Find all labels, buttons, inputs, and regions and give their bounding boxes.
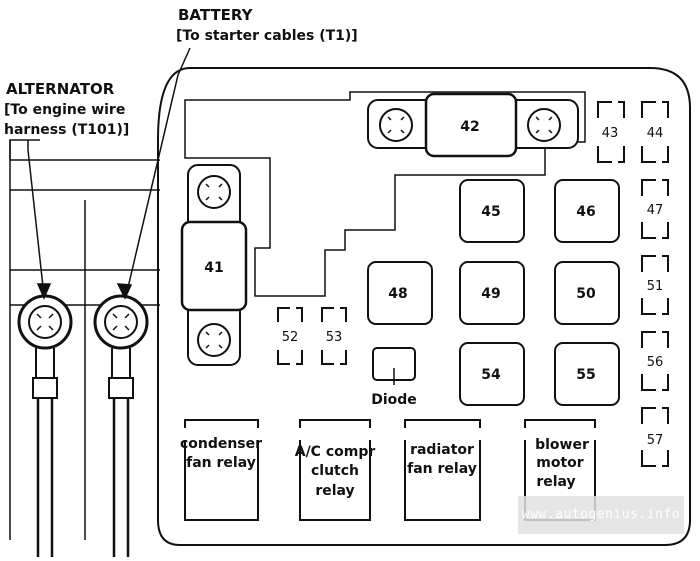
relay-ac-label-1: A/C compr: [295, 444, 376, 460]
battery-note: [To starter cables (T1)]: [176, 28, 358, 44]
relay-blower-motor-label-3: relay: [536, 474, 575, 490]
relay-blower-motor-label-1: blower: [535, 437, 589, 453]
fuse-47: [641, 179, 669, 239]
fuse-45: [459, 179, 525, 243]
fuse-43-label: 43: [602, 126, 619, 141]
fuse-55: [554, 342, 620, 406]
fuse-53: [321, 307, 347, 365]
alternator-terminal: [17, 294, 73, 557]
fuse-41: [180, 164, 248, 366]
fuse-56-label: 56: [647, 355, 664, 370]
fuse-41-label: 41: [204, 260, 223, 276]
relay-condenser-fan-label-2: fan relay: [186, 455, 256, 471]
alternator-note-2: harness (T101)]: [4, 122, 129, 138]
relay-ac-label-3: relay: [315, 483, 354, 499]
busbar-outline: [184, 91, 586, 297]
fuse-52-label: 52: [282, 330, 299, 345]
fuse-53-label: 53: [326, 330, 343, 345]
fuse-44-label: 44: [647, 126, 664, 141]
fuse-50: [554, 261, 620, 325]
fuse-48: [367, 261, 433, 325]
relay-radiator-fan: [404, 419, 481, 521]
relay-radiator-fan-label-2: fan relay: [407, 461, 477, 477]
fuse-54-label: 54: [481, 367, 501, 383]
relay-blower-motor-label-2: motor: [536, 455, 584, 471]
fuse-56: [641, 331, 669, 391]
relay-condenser-fan: [184, 419, 259, 521]
fuse-49: [459, 261, 525, 325]
fuse-54: [459, 342, 525, 406]
watermark: www.autogenius.info: [518, 496, 684, 534]
relay-radiator-fan-label-1: radiator: [410, 442, 474, 458]
fuse-43: [597, 101, 625, 163]
fuse-51-label: 51: [647, 279, 664, 294]
fuse-42-label: 42: [460, 119, 479, 135]
terminal-housing: [9, 139, 160, 540]
alternator-leader: [27, 140, 52, 300]
fuse-57: [641, 407, 669, 467]
fuse-50-label: 50: [576, 286, 596, 302]
relay-condenser-fan-label-1: condenser: [180, 436, 262, 452]
alternator-note-1: [To engine wire: [4, 102, 125, 118]
fuse-55-label: 55: [576, 367, 595, 383]
fuse-46: [554, 179, 620, 243]
fuse-box-outline: [157, 67, 691, 546]
fuse-57-label: 57: [647, 433, 664, 448]
fuse-48-label: 48: [388, 286, 407, 302]
relay-ac-compr-clutch: [299, 419, 371, 521]
fuse-49-label: 49: [481, 286, 500, 302]
battery-title: BATTERY: [178, 6, 254, 24]
alternator-title: ALTERNATOR: [6, 80, 115, 98]
fuse-45-label: 45: [481, 204, 500, 220]
fuse-51: [641, 255, 669, 315]
battery-leader: [116, 47, 191, 300]
diode-label: Diode: [371, 392, 417, 408]
fuse-52: [277, 307, 303, 365]
fuse-47-label: 47: [647, 203, 664, 218]
fuse-42: [367, 92, 579, 158]
fuse-44: [641, 101, 669, 163]
relay-ac-label-2: clutch: [311, 463, 359, 479]
battery-terminal: [93, 294, 149, 557]
fuse-46-label: 46: [576, 204, 595, 220]
